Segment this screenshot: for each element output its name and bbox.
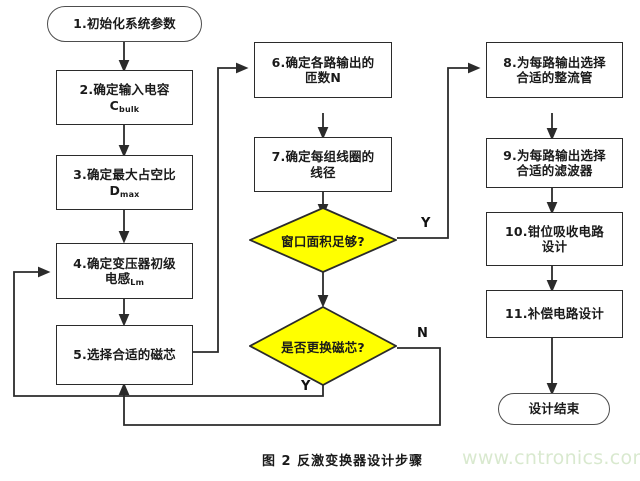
node-step-10-line2: 设计 — [541, 239, 568, 254]
node-step-9-line2: 合适的滤波器 — [516, 163, 593, 178]
node-decision-1-label: 窗口面积足够? — [281, 233, 365, 249]
node-step-10: 10.钳位吸收电路 设计 — [486, 212, 623, 266]
decision-2-shape — [249, 306, 397, 386]
branch-label-decision2-yes: Y — [301, 379, 311, 394]
node-start-label: 1.初始化系统参数 — [73, 16, 176, 32]
node-step-9-text: 9.为每路输出选择 合适的滤波器 — [503, 148, 606, 179]
node-step-2-line2: Cbulk — [109, 97, 140, 114]
node-step-5: 5.选择合适的磁芯 — [56, 325, 193, 385]
node-step-8-line1: 8.为每路输出选择 — [503, 54, 606, 70]
node-step-4-line2: 电感Lm — [104, 271, 145, 287]
node-decision-2: 是否更换磁芯? — [249, 306, 397, 386]
branch-label-decision2-no: N — [417, 326, 428, 341]
node-step-9-line1: 9.为每路输出选择 — [503, 147, 606, 163]
node-step-4: 4.确定变压器初级 电感Lm — [56, 243, 193, 299]
node-end-label: 设计结束 — [528, 401, 580, 417]
node-step-7-line2: 线径 — [310, 164, 336, 180]
node-step-3-text: 3.确定最大占空比 Dmax — [73, 167, 176, 198]
node-step-6-line1: 6.确定各路输出的 — [271, 54, 375, 70]
node-step-2-line1: 2.确定输入电容 — [79, 82, 170, 98]
node-step-4-text: 4.确定变压器初级 电感Lm — [73, 256, 176, 287]
node-step-9: 9.为每路输出选择 合适的滤波器 — [486, 138, 623, 188]
node-step-7-line1: 7.确定每组线圈的 — [271, 149, 375, 165]
node-step-6: 6.确定各路输出的 匝数N — [254, 42, 392, 98]
node-step-6-text: 6.确定各路输出的 匝数N — [272, 55, 375, 86]
node-step-8-text: 8.为每路输出选择 合适的整流管 — [503, 55, 606, 86]
node-step-7-text: 7.确定每组线圈的 线径 — [272, 149, 375, 180]
node-step-11-label: 11.补偿电路设计 — [505, 306, 604, 322]
node-step-3-line1: 3.确定最大占空比 — [73, 167, 176, 183]
watermark: www.cntronics.com — [462, 447, 640, 469]
branch-label-decision1-yes: Y — [421, 216, 431, 231]
node-step-3-line2: Dmax — [109, 182, 140, 199]
node-step-8-line2: 合适的整流管 — [516, 70, 593, 85]
node-step-5-label: 5.选择合适的磁芯 — [73, 347, 176, 363]
node-decision-2-label: 是否更换磁芯? — [281, 339, 365, 355]
node-step-11: 11.补偿电路设计 — [486, 290, 623, 338]
node-step-10-text: 10.钳位吸收电路 设计 — [505, 224, 604, 255]
node-step-2: 2.确定输入电容 Cbulk — [56, 70, 193, 125]
node-end: 设计结束 — [498, 393, 610, 425]
node-step-10-line1: 10.钳位吸收电路 — [505, 223, 604, 239]
node-step-8: 8.为每路输出选择 合适的整流管 — [486, 42, 623, 98]
node-step-4-line1: 4.确定变压器初级 — [73, 255, 176, 271]
node-step-6-line2: 匝数N — [304, 70, 342, 85]
node-start: 1.初始化系统参数 — [47, 6, 202, 42]
figure-caption: 图 2 反激变换器设计步骤 — [262, 454, 424, 469]
node-decision-1: 窗口面积足够? — [249, 207, 397, 273]
node-step-7: 7.确定每组线圈的 线径 — [254, 137, 392, 192]
node-step-2-text: 2.确定输入电容 Cbulk — [79, 82, 169, 113]
node-step-3: 3.确定最大占空比 Dmax — [56, 155, 193, 210]
decision-1-shape — [249, 207, 397, 273]
